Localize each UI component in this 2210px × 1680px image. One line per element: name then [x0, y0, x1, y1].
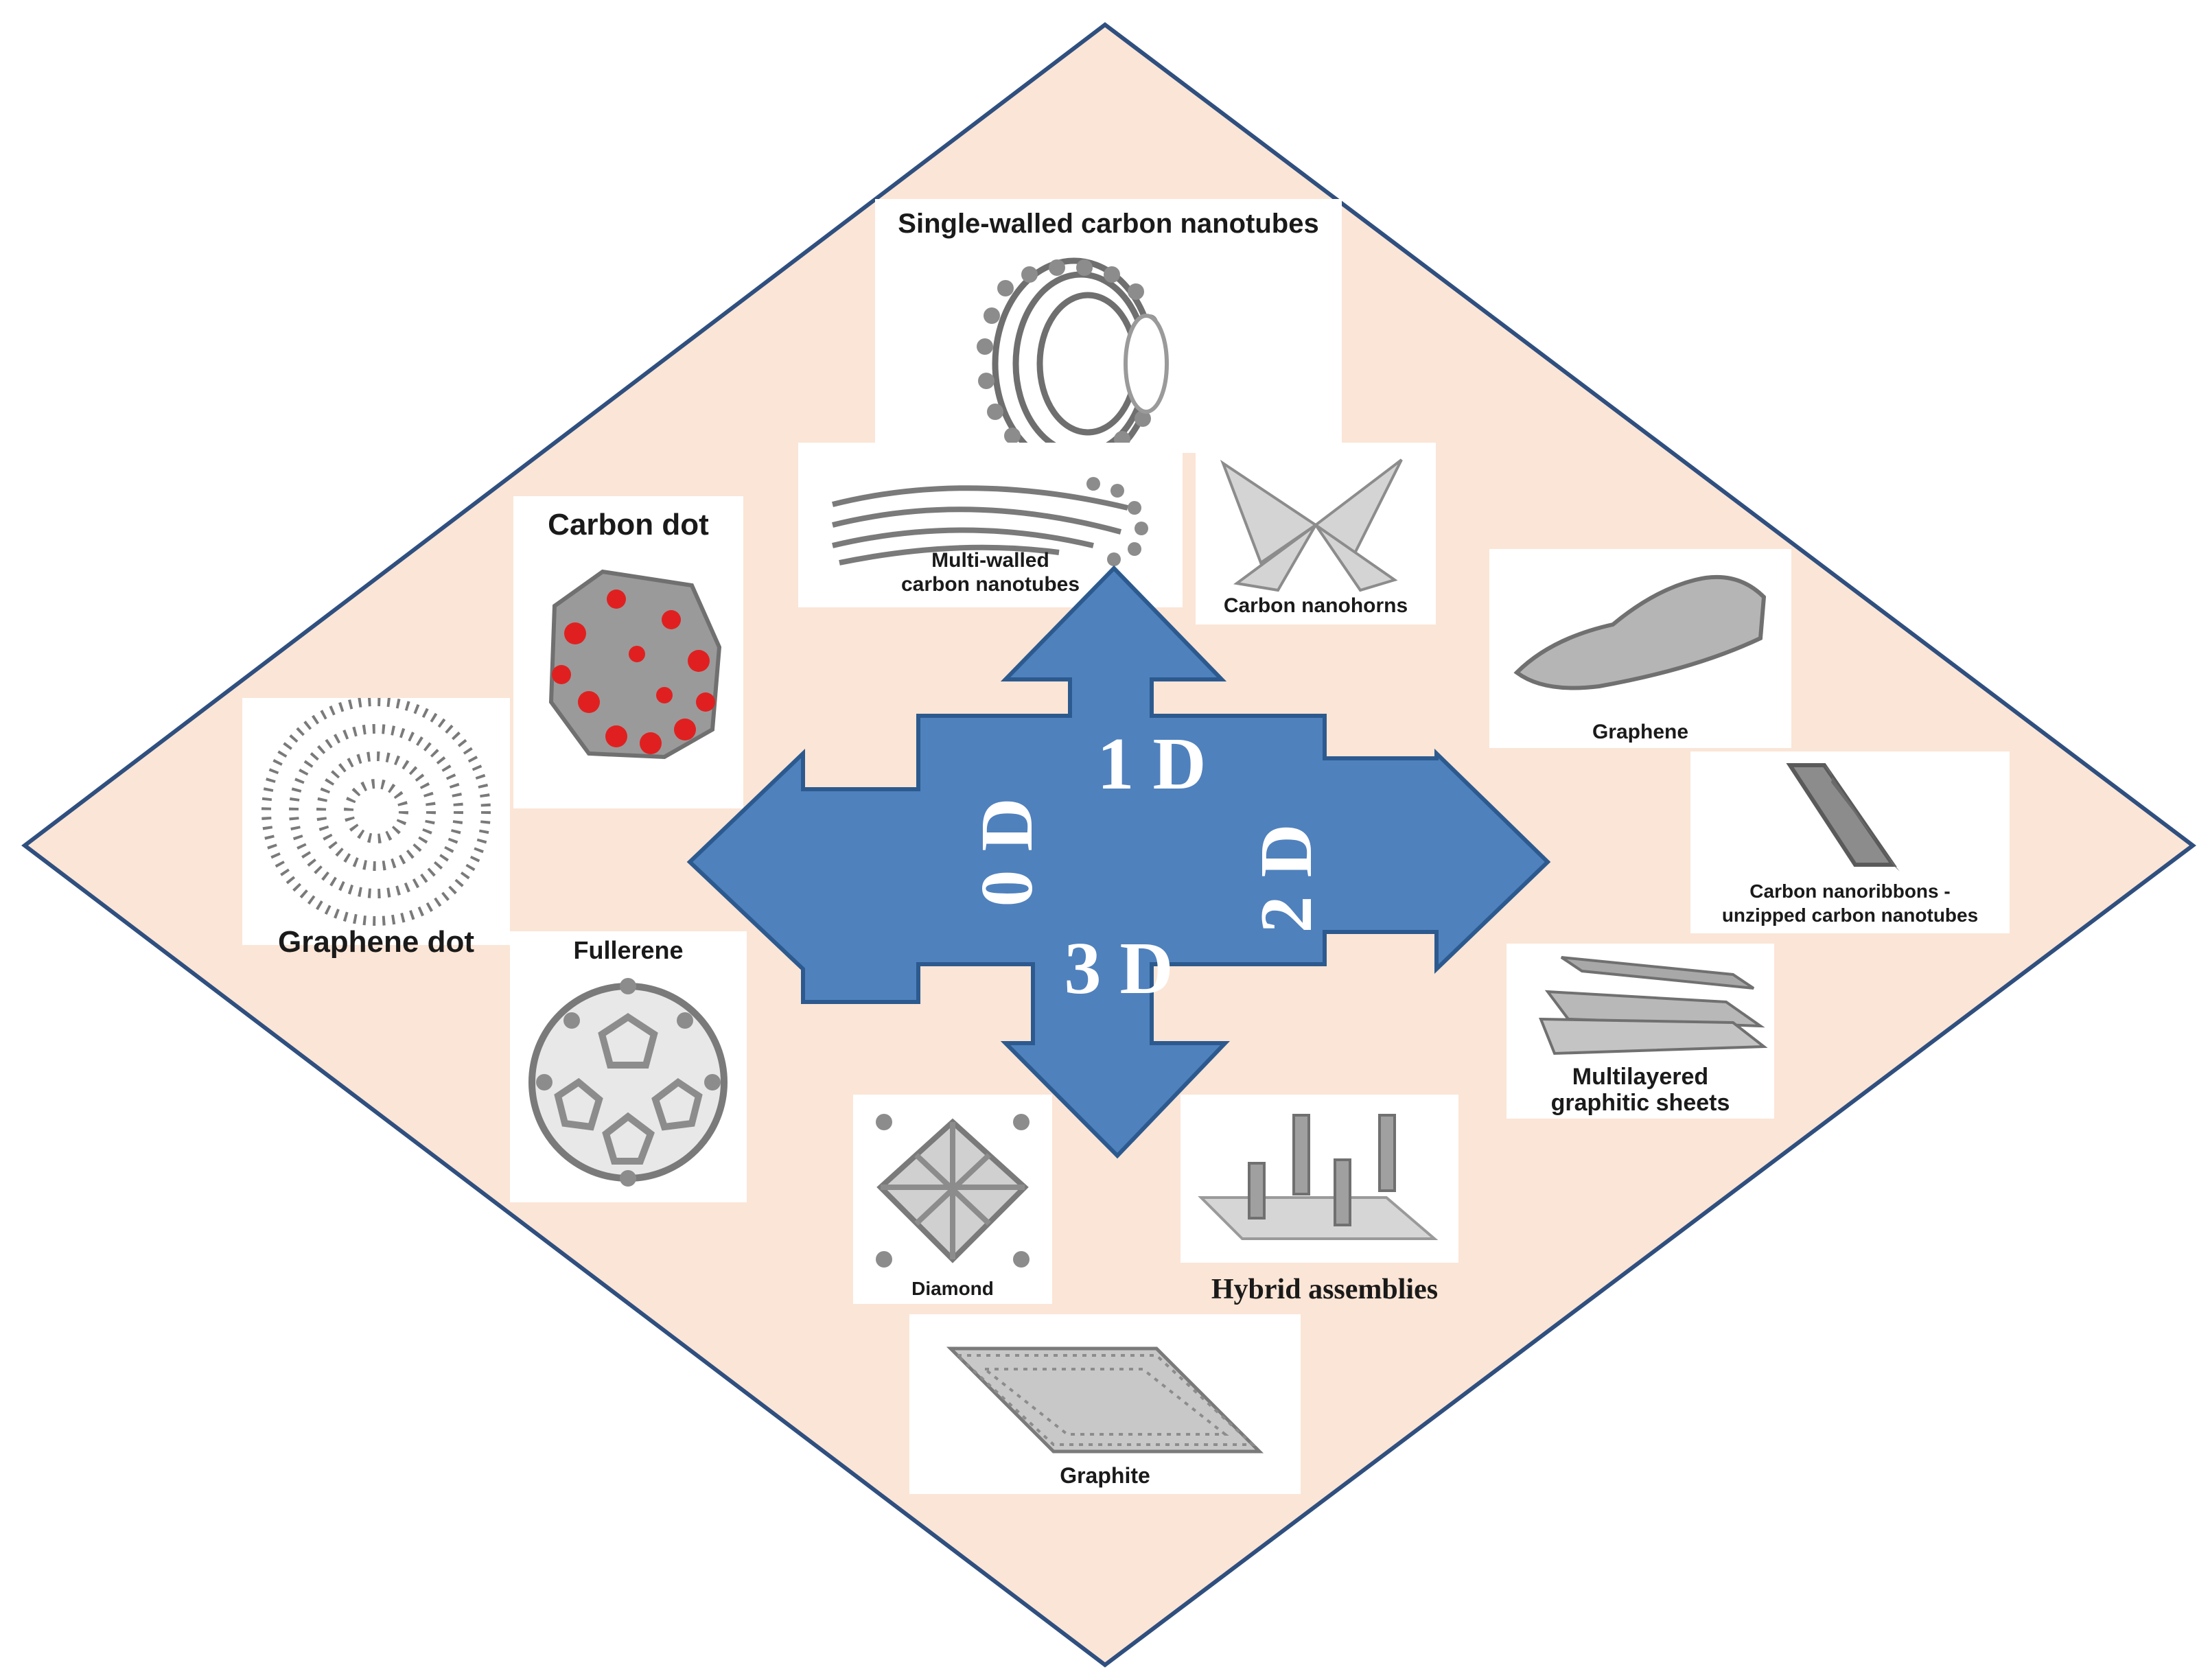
label-carbon-dot: Carbon dot	[548, 508, 709, 541]
card-multilayer	[1507, 944, 1774, 1119]
card-carbon-dot	[513, 496, 743, 808]
nanoribbons-icon	[1786, 763, 1900, 872]
mwcnt-icon	[832, 477, 1148, 566]
multilayer-icon	[1539, 956, 1768, 1055]
label-mwcnt-1: Multi-walled	[931, 549, 1049, 572]
label-3d: 3 D	[1064, 928, 1174, 1010]
hybrid-icon	[1198, 1114, 1439, 1240]
card-graphene-dot	[242, 698, 510, 945]
card-nanoribbons	[1690, 751, 2010, 933]
label-graphene: Graphene	[1592, 721, 1689, 743]
graphite-icon	[946, 1346, 1264, 1454]
card-graphene	[1489, 549, 1791, 748]
label-hybrid: Hybrid assemblies	[1211, 1274, 1439, 1305]
card-nanohorns	[1196, 443, 1436, 625]
card-hybrid	[1180, 1095, 1458, 1263]
label-multilayer-2: graphitic sheets	[1550, 1090, 1730, 1116]
card-diamond	[853, 1095, 1052, 1304]
label-nanoribbons-2: unzipped carbon nanotubes	[1721, 905, 1979, 926]
label-1d: 1 D	[1097, 723, 1207, 805]
card-graphite	[909, 1314, 1301, 1494]
label-nanohorns: Carbon nanohorns	[1223, 594, 1408, 617]
label-fullerene: Fullerene	[573, 936, 684, 964]
central-cross-arrow	[686, 565, 1551, 1159]
label-0d: 0 D	[966, 797, 1048, 907]
diamond-icon	[876, 1114, 1030, 1268]
label-2d: 2 D	[1246, 824, 1327, 933]
card-fullerene	[510, 931, 747, 1202]
swcnt-icon	[977, 257, 1169, 453]
label-multilayer-1: Multilayered	[1572, 1064, 1709, 1090]
label-graphene-dot: Graphene dot	[277, 925, 475, 959]
nanohorns-icon	[1220, 458, 1403, 592]
card-swcnt	[875, 199, 1342, 453]
graphene-icon	[1513, 574, 1767, 690]
label-swcnt: Single-walled carbon nanotubes	[898, 209, 1319, 239]
label-diamond: Diamond	[911, 1278, 994, 1299]
carbon-dot-icon	[548, 569, 722, 760]
label-mwcnt-2: carbon nanotubes	[900, 573, 1080, 596]
label-nanoribbons-1: Carbon nanoribbons -	[1749, 880, 1951, 902]
graphene-dot-icon	[261, 698, 491, 926]
label-graphite: Graphite	[1060, 1463, 1150, 1488]
fullerene-icon	[528, 978, 728, 1187]
